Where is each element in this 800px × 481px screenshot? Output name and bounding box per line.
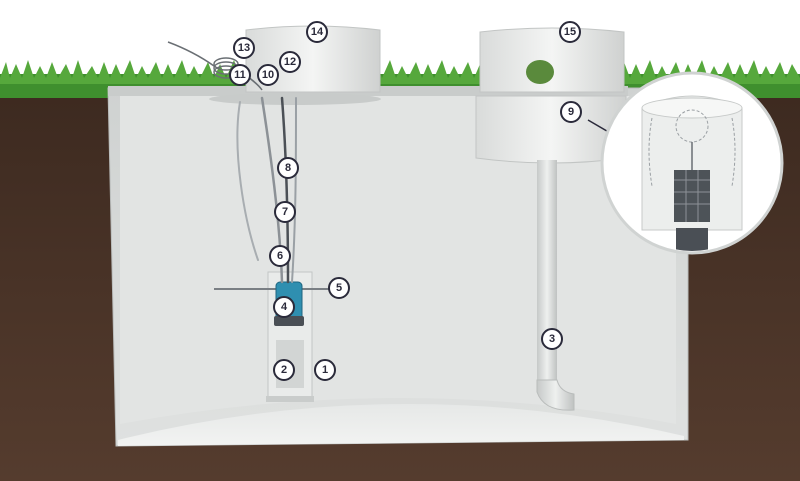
callout-6: 6: [269, 245, 291, 267]
callout-4: 4: [273, 296, 295, 318]
inset-detail: [604, 75, 780, 251]
callout-8: 8: [277, 157, 299, 179]
pump-stand-base: [266, 396, 314, 402]
riser-opening: [526, 60, 554, 84]
tank-floor: [118, 403, 684, 446]
pump-base: [274, 316, 304, 326]
drain-pipe: [537, 160, 557, 382]
inlet-riser: [245, 25, 381, 93]
outlet-riser: [479, 27, 625, 93]
callout-15: 15: [559, 21, 581, 43]
callout-3: 3: [541, 328, 563, 350]
callout-14: 14: [306, 21, 328, 43]
callout-13: 13: [233, 37, 255, 59]
callout-7: 7: [274, 201, 296, 223]
callout-10: 10: [257, 64, 279, 86]
callout-1: 1: [314, 359, 336, 381]
callout-9: 9: [560, 101, 582, 123]
callout-2: 2: [273, 359, 295, 381]
callout-5: 5: [328, 277, 350, 299]
drain-elbow: [536, 379, 575, 411]
callout-12: 12: [279, 51, 301, 73]
callout-11: 11: [229, 64, 251, 86]
